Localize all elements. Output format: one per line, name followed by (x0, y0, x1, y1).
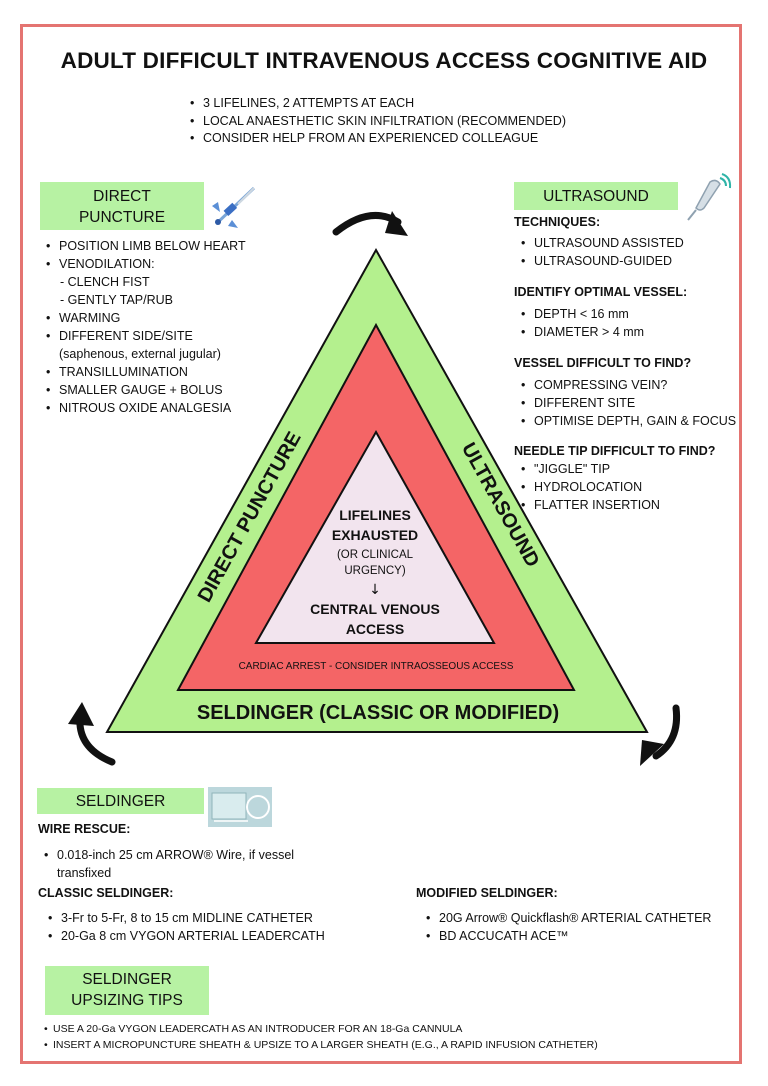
direct-puncture-box-line2: PUNCTURE (78, 209, 166, 226)
list-item: OPTIMISE DEPTH, GAIN & FOCUS (519, 412, 744, 430)
seldinger-box-label: SELDINGER (75, 793, 166, 810)
right-arrow-icon (640, 704, 681, 766)
list-item: 20-Ga 8 cm VYGON ARTERIAL LEADERCATH (46, 927, 386, 945)
list-item: BD ACCUCATH ACE™ (424, 927, 742, 945)
list-item: transfixed (57, 866, 112, 880)
list-item: DEPTH < 16 mm (519, 305, 739, 323)
classic-seldinger-list: 3-Fr to 5-Fr, 8 to 15 cm MIDLINE CATHETE… (46, 909, 386, 945)
list-item: ULTRASOUND-GUIDED (519, 252, 739, 270)
list-item: 20G Arrow® Quickflash® ARTERIAL CATHETER (424, 909, 742, 927)
left-arrow-icon (68, 702, 116, 766)
ultrasound-difficult-heading: VESSEL DIFFICULT TO FIND? (514, 356, 692, 370)
direct-puncture-list: POSITION LIMB BELOW HEART VENODILATION: … (44, 237, 304, 417)
list-item: - GENTLY TAP/RUB (60, 293, 173, 307)
intro-item: CONSIDER HELP FROM AN EXPERIENCED COLLEA… (188, 130, 566, 148)
ultrasound-vessel-list: DEPTH < 16 mm DIAMETER > 4 mm (519, 305, 739, 341)
inner-triangle (254, 429, 496, 644)
list-item: (saphenous, external jugular) (59, 347, 221, 361)
modified-seldinger-list: 20G Arrow® Quickflash® ARTERIAL CATHETER… (424, 909, 742, 945)
intro-list: 3 LIFELINES, 2 ATTEMPTS AT EACH LOCAL AN… (188, 95, 566, 148)
list-item: DIAMETER > 4 mm (519, 323, 739, 341)
list-item: NITROUS OXIDE ANALGESIA (44, 399, 304, 417)
classic-seldinger-heading: CLASSIC SELDINGER: (38, 886, 174, 900)
wire-rescue-list: 0.018-inch 25 cm ARROW® Wire, if vessel … (42, 846, 362, 882)
list-item: VENODILATION: (44, 255, 304, 273)
list-item: DIFFERENT SITE (519, 394, 744, 412)
list-item: COMPRESSING VEIN? (519, 376, 744, 394)
wire-rescue-heading: WIRE RESCUE: (38, 822, 131, 836)
ultrasound-probe-icon (682, 172, 734, 224)
center-down-arrow: ↓ (369, 582, 381, 598)
ultrasound-techniques-heading: TECHNIQUES: (514, 215, 601, 229)
list-item: ULTRASOUND ASSISTED (519, 234, 739, 252)
direct-puncture-box-line1: DIRECT (93, 188, 151, 205)
center-urgency: URGENCY) (344, 565, 406, 577)
list-item: TRANSILLUMINATION (44, 363, 304, 381)
ultrasound-difficult-list: COMPRESSING VEIN? DIFFERENT SITE OPTIMIS… (519, 376, 744, 430)
triangle-bottom-label: SELDINGER (CLASSIC OR MODIFIED) (197, 702, 559, 724)
list-item: INSERT A MICROPUNCTURE SHEATH & UPSIZE T… (42, 1037, 742, 1053)
cardiac-arrest-label: CARDIAC ARREST - CONSIDER INTRAOSSEOUS A… (239, 661, 514, 672)
seldinger-kit-photo-icon (208, 787, 272, 827)
ultrasound-box: ULTRASOUND (514, 182, 678, 210)
list-item: SMALLER GAUGE + BOLUS (44, 381, 304, 399)
list-item: POSITION LIMB BELOW HEART (44, 237, 304, 255)
list-item: WARMING (44, 309, 304, 327)
list-item: 3-Fr to 5-Fr, 8 to 15 cm MIDLINE CATHETE… (46, 909, 386, 927)
list-item: HYDROLOCATION (519, 478, 739, 496)
list-item: "JIGGLE" TIP (519, 460, 739, 478)
seldinger-box: SELDINGER (37, 788, 204, 814)
center-central-venous: CENTRAL VENOUS (310, 601, 440, 617)
list-item: DIFFERENT SIDE/SITE (44, 327, 304, 345)
direct-puncture-box: DIRECT PUNCTURE (40, 182, 204, 230)
list-item: USE A 20-Ga VYGON LEADERCATH AS AN INTRO… (42, 1021, 742, 1037)
modified-seldinger-heading: MODIFIED SELDINGER: (416, 886, 558, 900)
list-item: - CLENCH FIST (60, 275, 150, 289)
ultrasound-vessel-heading: IDENTIFY OPTIMAL VESSEL: (514, 285, 688, 299)
upsizing-box-line2: UPSIZING TIPS (71, 992, 183, 1009)
center-clinical: (OR CLINICAL (337, 549, 414, 561)
top-arrow-icon (332, 211, 408, 236)
upsizing-tips-list: USE A 20-Ga VYGON LEADERCATH AS AN INTRO… (42, 1021, 742, 1053)
page-title: ADULT DIFFICULT INTRAVENOUS ACCESS COGNI… (60, 48, 708, 73)
page-border (20, 24, 742, 1064)
ultrasound-needle-heading: NEEDLE TIP DIFFICULT TO FIND? (514, 444, 716, 458)
ultrasound-techniques-list: ULTRASOUND ASSISTED ULTRASOUND-GUIDED (519, 234, 739, 270)
center-access: ACCESS (346, 621, 404, 637)
list-item: 0.018-inch 25 cm ARROW® Wire, if vessel (42, 846, 362, 864)
ultrasound-box-label: ULTRASOUND (543, 188, 649, 205)
list-item: FLATTER INSERTION (519, 496, 739, 514)
intro-item: 3 LIFELINES, 2 ATTEMPTS AT EACH (188, 95, 566, 113)
iv-cannula-icon (208, 182, 260, 230)
intro-item: LOCAL ANAESTHETIC SKIN INFILTRATION (REC… (188, 113, 566, 131)
ultrasound-needle-list: "JIGGLE" TIP HYDROLOCATION FLATTER INSER… (519, 460, 739, 514)
center-exhausted: EXHAUSTED (332, 527, 418, 543)
upsizing-tips-box: SELDINGER UPSIZING TIPS (45, 966, 209, 1015)
upsizing-box-line1: SELDINGER (82, 971, 172, 988)
center-lifelines: LIFELINES (339, 507, 411, 523)
